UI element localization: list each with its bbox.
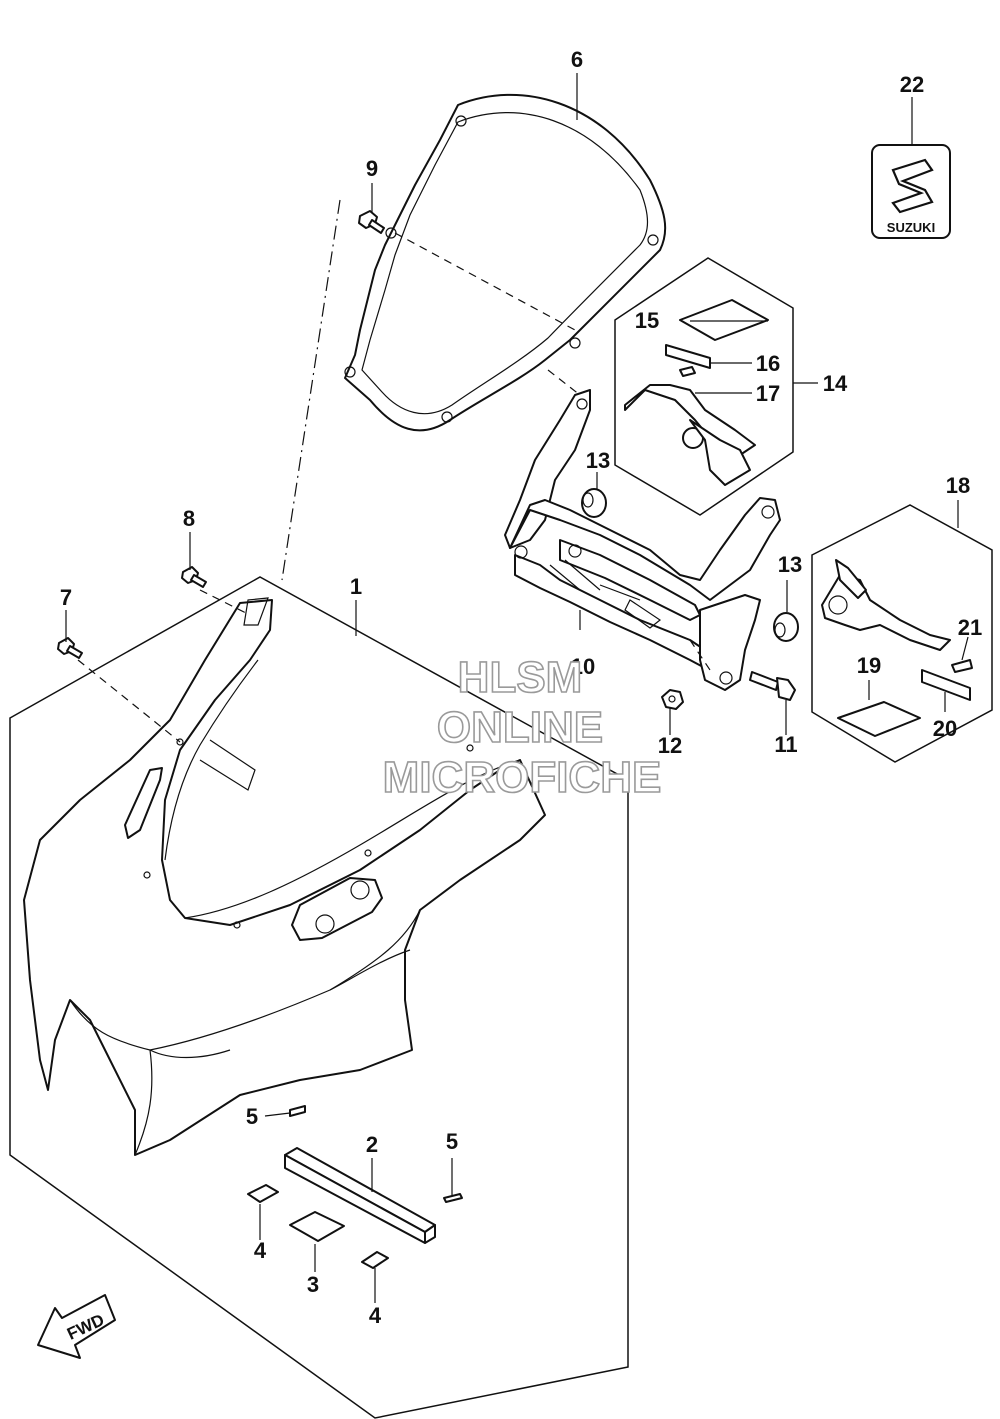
screw-7 [57, 637, 83, 659]
suzuki-emblem: SUZUKI [871, 144, 951, 239]
part-label-22: 22 [900, 72, 924, 97]
emblem-text: SUZUKI [887, 220, 935, 235]
part-label-13a: 13 [586, 448, 610, 473]
cowling-brace [504, 389, 781, 691]
pad-4-left [247, 1184, 279, 1203]
screw-8 [181, 566, 207, 588]
part-label-6: 6 [571, 47, 583, 72]
tape-5-upper [289, 1105, 306, 1117]
part-label-2: 2 [366, 1132, 378, 1157]
watermark-line-1: HLSM [458, 653, 583, 702]
part-label-13b: 13 [778, 552, 802, 577]
part-label-20: 20 [933, 716, 957, 741]
part-label-11: 11 [774, 732, 797, 757]
part-label-7: 7 [60, 585, 72, 610]
kit-group-14 [614, 257, 794, 516]
fwd-arrow: FWD [37, 1294, 116, 1359]
tape-5-lower [443, 1193, 463, 1203]
part-label-18: 18 [946, 473, 970, 498]
part-label-14: 14 [823, 371, 848, 396]
part-label-10: 10 [571, 654, 595, 679]
pad-3 [289, 1211, 345, 1242]
watermark-line-2: ONLINE [437, 703, 603, 752]
part-label-4a: 4 [254, 1238, 267, 1263]
part-label-8: 8 [183, 506, 195, 531]
bolt-11 [749, 671, 796, 701]
upper-cowling [23, 597, 546, 1156]
leader-lines [65, 73, 969, 1303]
watermark: HLSM ONLINE MICROFICHE [382, 652, 662, 803]
cowling-group-outline [9, 576, 629, 1419]
part-labels: 1 2 3 4 4 5 5 6 7 8 9 10 11 12 13 13 14 … [60, 47, 982, 1328]
grommet-13-right [773, 612, 799, 642]
part-label-1: 1 [350, 574, 362, 599]
grommet-13-upper [581, 488, 607, 518]
part-label-9: 9 [366, 156, 378, 181]
part-label-15: 15 [635, 308, 659, 333]
kit-group-18 [811, 504, 993, 763]
screw-9 [358, 210, 385, 234]
part-label-12: 12 [658, 733, 682, 758]
part-label-5a: 5 [246, 1104, 258, 1129]
part-label-4b: 4 [369, 1303, 382, 1328]
part-label-17: 17 [756, 381, 780, 406]
part-label-5b: 5 [446, 1129, 458, 1154]
windscreen [344, 93, 667, 432]
part-label-21: 21 [958, 615, 982, 640]
cushion-2 [284, 1147, 436, 1244]
part-label-19: 19 [857, 653, 881, 678]
part-label-3: 3 [307, 1272, 319, 1297]
part-label-16: 16 [756, 351, 780, 376]
pad-4-right [361, 1251, 389, 1269]
nut-12 [661, 689, 684, 710]
watermark-line-3: MICROFICHE [383, 753, 662, 802]
